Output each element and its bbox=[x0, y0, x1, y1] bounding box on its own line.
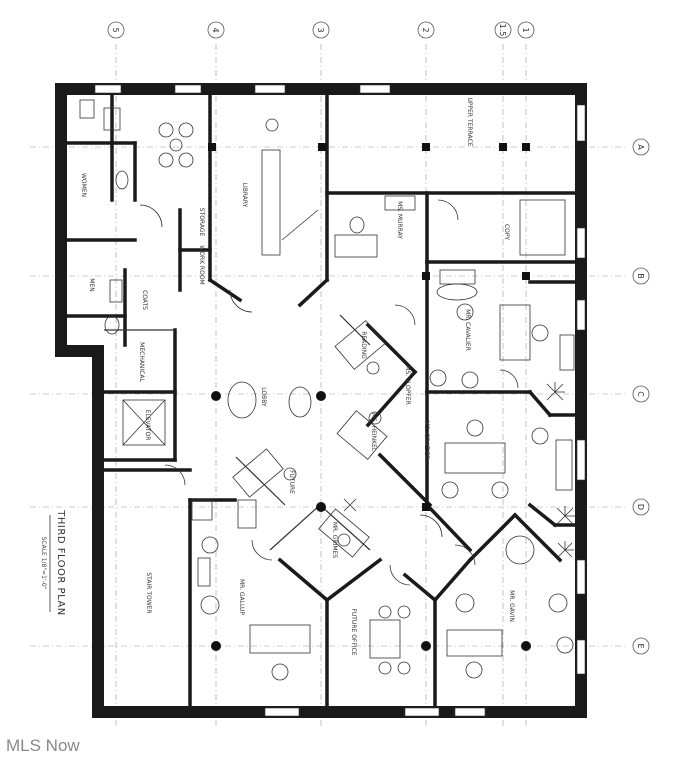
room-label-lobby: LOBBY bbox=[260, 387, 267, 407]
room-label-ms-klopfer: MS. KLOPFER bbox=[404, 365, 411, 405]
grid-label-col-1: 4 bbox=[211, 27, 220, 32]
room-label-ms-heinkel: MS. HEINKEL bbox=[370, 413, 377, 452]
room-label-mr-gavin: MR. GAVIN bbox=[508, 590, 515, 622]
grid-label-row-3: D bbox=[636, 504, 645, 510]
grid-label-row-2: C bbox=[636, 391, 645, 397]
room-label-work-room: WORK ROOM bbox=[198, 245, 205, 284]
grid-label-col-5: 1 bbox=[521, 27, 530, 32]
room-label-copy: COPY bbox=[503, 224, 510, 240]
grid-bubbles-top: 5 4 3 2 1.5 1 bbox=[107, 21, 535, 39]
structural-columns bbox=[208, 143, 531, 651]
plan-title-block: THIRD FLOOR PLAN SCALE 1/8"=1'-0" bbox=[40, 509, 66, 615]
room-label-ms-murray: MS. MURRAY bbox=[396, 201, 403, 239]
room-label-mr-gallup: MR. GALLUP bbox=[238, 579, 245, 615]
grid-label-col-2: 3 bbox=[316, 27, 325, 32]
grid-label-col-4: 1.5 bbox=[498, 24, 507, 37]
grid-label-row-0: A bbox=[636, 144, 645, 150]
room-label-mr-grimes: MR. GRIMES bbox=[331, 522, 338, 559]
room-label-elevator: ELEVATOR bbox=[144, 410, 151, 441]
windows bbox=[94, 84, 586, 717]
plants bbox=[343, 382, 575, 558]
grid-label-row-4: E bbox=[636, 643, 645, 648]
room-label-reading: READING bbox=[360, 331, 367, 359]
grid-label-col-0: 5 bbox=[111, 27, 120, 32]
room-labels: WOMEN MEN LIBRARY STORAGE WORK ROOM COAT… bbox=[80, 97, 515, 655]
room-label-ms-grazier: MS. GRAZIER bbox=[423, 420, 430, 459]
room-label-women: WOMEN bbox=[80, 173, 87, 197]
grid-label-row-1: B bbox=[636, 273, 645, 279]
door-swings bbox=[139, 199, 519, 586]
room-label-men: MEN bbox=[88, 278, 95, 291]
grid-lines bbox=[30, 44, 628, 728]
room-label-mr-cavalier: MR. CAVALIER bbox=[464, 309, 471, 351]
room-label-stair-tower: STAIR TOWER bbox=[145, 572, 152, 613]
room-label-coats: COATS bbox=[141, 290, 148, 310]
plan-title: THIRD FLOOR PLAN bbox=[55, 509, 66, 615]
grid-label-col-3: 2 bbox=[421, 27, 430, 32]
room-label-library: LIBRARY bbox=[241, 183, 248, 208]
mls-now-watermark: MLS Now bbox=[6, 736, 80, 755]
room-label-upper-terrace: UPPER TERRACE bbox=[466, 97, 473, 146]
furniture bbox=[79, 99, 575, 681]
room-label-future: FUTURE bbox=[288, 470, 295, 494]
grid-bubbles-right: A B C D E bbox=[632, 138, 650, 655]
room-label-storage: STORAGE bbox=[198, 208, 205, 237]
room-label-mechanical: MECHANICAL bbox=[138, 342, 145, 382]
plan-scale: SCALE 1/8"=1'-0" bbox=[40, 537, 47, 590]
room-label-future-office: FUTURE OFFICE bbox=[350, 608, 357, 655]
